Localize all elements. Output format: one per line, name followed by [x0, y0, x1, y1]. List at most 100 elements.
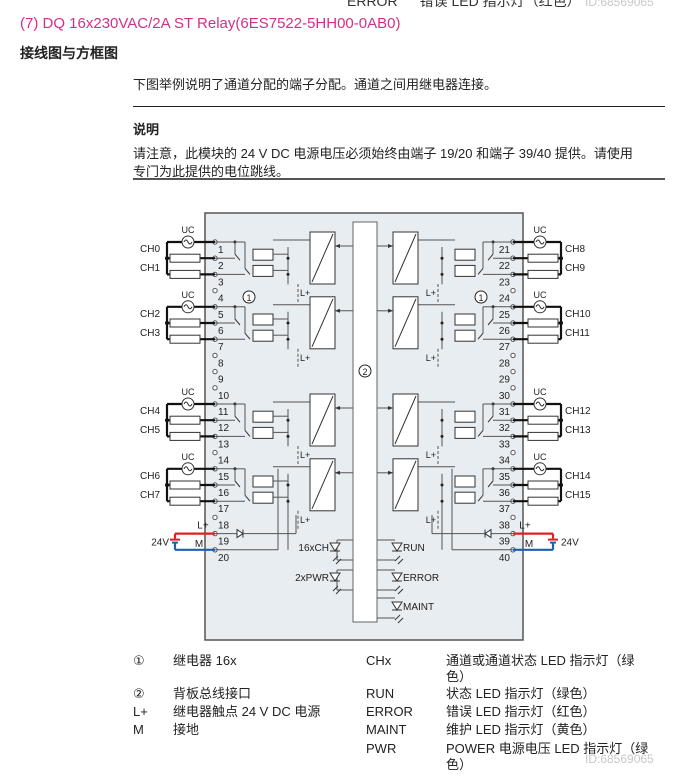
terminal-number: 5 — [218, 310, 224, 321]
legend-key: RUN — [366, 686, 395, 701]
terminal-number: 22 — [499, 261, 511, 272]
terminal-number: 33 — [499, 439, 511, 450]
led-run-light-ray — [394, 555, 401, 562]
relay-coil — [454, 329, 476, 342]
battery-plus-plate — [170, 538, 180, 541]
relay-coil — [252, 475, 274, 488]
led-error-light-ray — [397, 588, 404, 595]
note-line-2: 专门为此提供的电位跳线。 — [133, 164, 290, 179]
load-resistor — [527, 496, 559, 506]
load-resistor — [169, 318, 201, 328]
junction-dot — [165, 418, 169, 423]
supply-lplus-label: L+ — [519, 521, 531, 532]
terminal-number: 15 — [218, 472, 230, 483]
battery-minus-plate — [550, 541, 556, 544]
terminal-left — [212, 352, 218, 359]
load-resistor — [169, 334, 201, 344]
channel-label: CH14 — [565, 471, 591, 482]
section-heading: 接线图与方框图 — [20, 45, 118, 61]
divider-top — [133, 106, 665, 107]
relay-contact — [487, 253, 494, 261]
uc-label: UC — [182, 225, 195, 235]
terminal-number: 21 — [499, 245, 511, 256]
legend-key: ② — [133, 686, 145, 701]
junction-dot — [440, 272, 444, 276]
led-ch-label: 16xCH — [298, 543, 329, 554]
terminal-left — [212, 385, 218, 391]
converter-diagonal — [394, 395, 417, 445]
load-resistor — [169, 253, 201, 263]
terminal-right — [510, 368, 516, 375]
relay-contact — [487, 415, 494, 423]
note-heading: 说明 — [133, 122, 160, 137]
terminal-number: 13 — [218, 439, 230, 450]
channel-label: CH15 — [565, 490, 591, 501]
relay-coil — [252, 491, 274, 504]
load-resistor — [169, 415, 201, 425]
cut-off-desc: 错误 LED 指示灯（红色） — [419, 0, 581, 9]
load-resistor — [527, 415, 559, 425]
relay-marker-circle — [474, 290, 488, 304]
bus-marker-circle — [358, 364, 372, 378]
legend-desc: 维护 LED 指示灯（黄色） — [446, 722, 596, 737]
converter-diagonal — [311, 395, 334, 445]
load-resistor — [169, 269, 201, 279]
led-maint-label: MAINT — [403, 602, 434, 613]
relay-contact — [244, 494, 251, 502]
load-resistor — [169, 496, 201, 506]
led-maint-light-ray — [394, 614, 401, 621]
channel-label: CH11 — [565, 328, 590, 339]
junction-dot — [165, 256, 169, 261]
legend-desc: POWER 电源电压 LED 指示灯（绿 — [446, 741, 649, 756]
terminal-number: 38 — [499, 520, 511, 531]
load-resistor — [527, 334, 559, 344]
diode-icon — [484, 528, 492, 539]
channel-label: CH8 — [565, 244, 585, 255]
diode-icon — [236, 528, 244, 539]
terminal-left — [212, 449, 218, 456]
legend-desc: 状态 LED 指示灯（绿色） — [446, 686, 596, 701]
channel-label: CH7 — [140, 490, 160, 501]
battery-minus-plate — [172, 541, 178, 544]
terminal-number: 39 — [499, 537, 511, 548]
terminal-number: 35 — [499, 472, 511, 483]
legend-desc: 通道或通道状态 LED 指示灯（绿 — [446, 653, 635, 668]
channel-label: CH9 — [565, 263, 585, 274]
terminal-right — [510, 352, 516, 359]
converter-diagonal — [394, 298, 417, 348]
led-error-light-ray — [394, 585, 401, 592]
terminal-number: 1 — [218, 245, 224, 256]
junction-dot — [286, 256, 290, 260]
relay-contact — [244, 430, 251, 437]
channel-label: CH3 — [140, 328, 160, 339]
terminal-number: 40 — [499, 553, 511, 564]
junction-dot — [165, 483, 169, 487]
terminal-right — [510, 514, 516, 521]
terminal-left — [212, 514, 218, 521]
junction-dot — [286, 499, 290, 503]
led-pwr-light-ray — [335, 588, 342, 595]
relay-contact — [234, 318, 241, 326]
relay-coil — [252, 410, 274, 423]
led-ch-light-ray — [332, 555, 339, 562]
relay-contact — [477, 268, 484, 275]
junction-dot — [286, 434, 290, 438]
note-line-1: 请注意，此模块的 24 V DC 电源电压必须始终由端子 19/20 和端子 3… — [133, 146, 633, 161]
terminal-number: 18 — [218, 520, 230, 531]
relay-coil — [252, 248, 274, 261]
legend-key: PWR — [366, 741, 397, 756]
supply-voltage-label: 24V — [561, 538, 579, 549]
led-pwr-light-ray — [332, 585, 339, 592]
terminal-number: 19 — [218, 537, 230, 548]
terminal-number: 23 — [499, 277, 511, 288]
converter-diagonal — [311, 460, 334, 510]
terminal-number: 9 — [218, 375, 224, 386]
channel-label: CH2 — [140, 309, 160, 320]
arrow-icon — [335, 470, 340, 475]
junction-dot — [440, 499, 444, 503]
junction-dot — [440, 418, 444, 422]
led-error-label: ERROR — [403, 573, 439, 584]
load-resistor — [527, 253, 559, 263]
relay-contact — [234, 480, 241, 488]
